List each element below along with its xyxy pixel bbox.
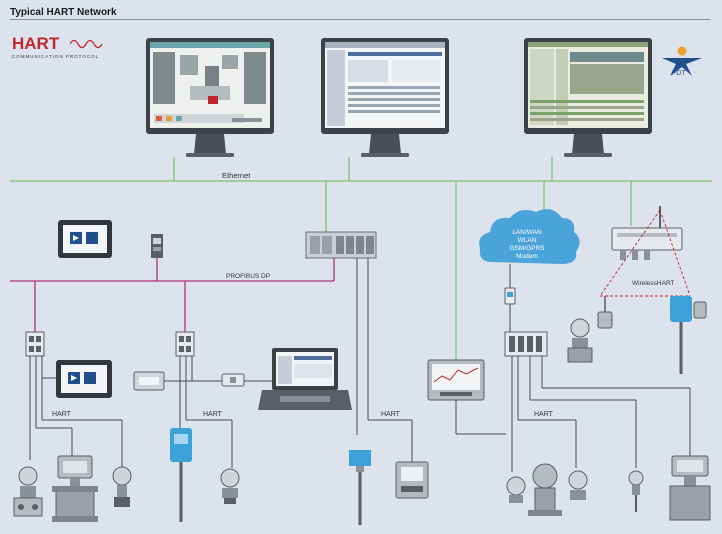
hart-logo: HART COMMUNICATION PROTOCOL	[12, 34, 102, 59]
level-transmitter-left	[112, 466, 132, 507]
hart-mux-left	[25, 331, 45, 357]
wireless-flow-transmitter	[567, 296, 613, 363]
profibus-label: PROFIBUS DP	[226, 273, 270, 280]
cloud-label-line4: Modem	[516, 253, 538, 260]
handheld-tablet-bottom	[56, 360, 112, 398]
fdt-star-icon	[662, 46, 702, 76]
radar-level-sensor	[170, 428, 192, 522]
cloud-label-line3: GSM/GPRS	[509, 245, 545, 252]
hart-wave-icon	[70, 39, 102, 49]
data-recorder	[427, 359, 485, 401]
cloud-label-line1: LAN/WAN	[512, 229, 542, 236]
ethernet-bus	[10, 157, 712, 360]
temperature-transmitter	[349, 450, 371, 525]
ethernet-label: Ethernet	[222, 171, 251, 180]
hart-label-1: HART	[52, 411, 72, 418]
hart-logo-subtitle: COMMUNICATION PROTOCOL	[12, 54, 100, 59]
flowmeter-right	[669, 455, 711, 521]
plc-controller	[305, 231, 377, 259]
hart-label-4: HART	[534, 411, 554, 418]
hart-logo-word: HART	[12, 34, 60, 53]
gsm-modem	[504, 287, 516, 305]
laptop	[258, 348, 352, 410]
hart-wiring-middle	[164, 356, 272, 468]
pump-assembly	[528, 463, 562, 516]
pressure-transmitter-left	[13, 466, 43, 517]
wirelesshart-gateway	[611, 206, 683, 260]
usb-modem	[221, 373, 245, 387]
temperature-sensor-right	[628, 470, 644, 512]
flowmeter-left	[52, 455, 98, 522]
hart-wiring-right	[511, 356, 691, 472]
workstation-monitor-3	[524, 38, 652, 157]
title-divider	[10, 19, 710, 20]
pressure-transmitter-middle	[220, 468, 240, 504]
hart-modem-box	[133, 371, 165, 391]
recorder-wiring	[455, 400, 506, 435]
flow-transmitter-right	[506, 476, 526, 503]
lan-wan-cloud	[479, 209, 580, 264]
hart-mux-middle	[175, 331, 195, 357]
wirelesshart-label: WirelessHART	[632, 280, 675, 287]
hart-wiring-left	[29, 356, 123, 468]
handheld-tablet-top	[58, 220, 112, 258]
workstation-monitor-2	[321, 38, 449, 157]
field-display-unit	[395, 461, 429, 499]
wireless-level-sensor	[670, 296, 707, 374]
remote-io-small	[151, 234, 163, 258]
fdt-logo-word: FDT	[672, 70, 686, 77]
hart-label-3: HART	[381, 411, 401, 418]
workstation-monitor-1	[146, 38, 274, 157]
hart-mux-right	[504, 331, 548, 357]
profibus-bus	[10, 258, 335, 332]
hart-label-2: HART	[203, 411, 223, 418]
pressure-transmitter-right	[568, 470, 588, 500]
page-title: Typical HART Network	[10, 7, 117, 18]
cloud-label-line2: WLAN	[518, 237, 537, 244]
